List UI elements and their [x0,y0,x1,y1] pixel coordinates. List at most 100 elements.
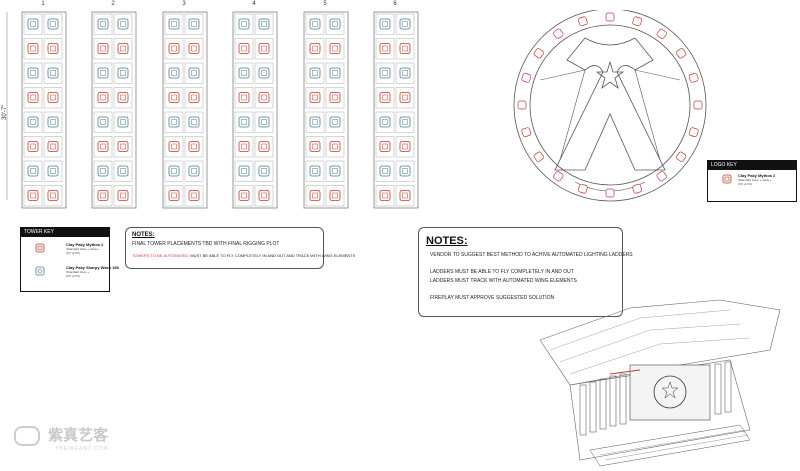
tower-plan [6,11,419,209]
sharpy-fixture [379,18,391,30]
truss-left [579,373,627,436]
mythos-fixture [27,141,39,152]
circular-logo-plan [513,10,707,202]
ring-fixture [632,183,643,194]
mythos-fixture [47,92,59,103]
mythos-fixture [309,141,321,152]
mythos-fixture [47,141,59,152]
sharpy-fixture [97,18,109,30]
ring-fixture [521,127,532,138]
mythos-fixture [238,43,250,54]
sharpy-fixture [238,116,250,128]
sharpy-fixture [168,18,180,30]
sharpy-fixture [188,18,200,30]
sharpy-fixture [399,67,411,79]
notes-small-line1: FINAL TOWER PLACEMENTS TBD WITH FINAL RI… [132,241,280,247]
logo-key-header: LOGO KEY [708,161,796,170]
tower-key-item-1-sub2: (XX of XX) [66,251,81,255]
tower-key-item-2-sub2: (XX of XX) [66,274,81,278]
sharpy-fixture [309,165,321,177]
notes-large-title: NOTES: [426,235,468,247]
column-number-3: 3 [182,1,186,7]
sharpy-fixture [379,116,391,128]
mythos-fixture [309,92,321,103]
sharpy-fixture [258,67,270,79]
logo-crest [554,37,666,171]
truss-right [714,361,732,415]
sharpy-fixture [258,18,270,30]
sharpy-fixture [188,67,200,79]
sharpy-fixture [117,165,129,177]
sharpy-fixture [399,18,411,30]
sharpy-fixture [238,67,250,79]
sharpy-fixture [168,67,180,79]
watermark-text: 紫真艺客 [48,427,109,444]
notes-small-line2-red: TOWERS TO BE AUTOMATED: [132,253,190,258]
ring-fixture [656,171,667,182]
mythos-fixture [97,190,109,201]
outer-ring [513,10,707,202]
watermark-logo: 紫真艺客 [14,424,109,447]
ring-fixture [553,28,564,39]
mythos-fixture [168,190,180,201]
tower-3 [162,11,208,209]
ring-fixture [521,72,532,83]
tower-4 [232,11,278,209]
notes-small-line2: TOWERS TO BE AUTOMATED: MUST BE ABLE TO … [132,252,355,260]
mythos-fixture [309,190,321,201]
mythos-fixture [47,43,59,54]
notes-small-title: NOTES: [132,232,155,238]
mythos-fixture [27,43,39,54]
mythos-fixture [168,43,180,54]
sharpy-fixture [309,18,321,30]
ring-fixture [656,28,667,39]
tower-key: TOWER KEY Clay Paky Mythos 2 (Standard Z… [20,227,119,292]
column-number-6: 6 [393,1,397,7]
ring-fixture [632,16,643,27]
mythos-fixture-icon [722,174,732,184]
sharpy-fixture [27,67,39,79]
sharpy-fixture [329,18,341,30]
mythos-fixture [379,92,391,103]
mythos-fixture [399,141,411,152]
ring-fixture [553,171,564,182]
sharpy-fixture-icon [35,266,45,276]
sharpy-fixture [258,116,270,128]
sharpy-fixture [188,165,200,177]
notes-large: NOTES: VENDOR TO SUGGEST BEST METHOD TO … [418,227,633,317]
canopy [539,299,781,386]
tower-key-item-1-sub1: (Standard Zone + Glow + [66,247,100,251]
mythos-fixture [117,43,129,54]
mythos-fixture [47,190,59,201]
ring-fixture [577,16,588,27]
mythos-fixture [188,92,200,103]
led-logo [653,375,687,409]
tower-key-item-2-label: Clay Paky Sharpy Wash 330 [66,265,119,270]
mythos-fixture [399,190,411,201]
sharpy-fixture [399,116,411,128]
tower-5 [303,11,349,209]
logo-wing-left [539,69,586,161]
sharpy-fixture [329,116,341,128]
star-icon [595,60,625,90]
logo-key: LOGO KEY Clay Paky Mythos 2 (Standard Zo… [707,160,797,202]
ring-fixture [517,100,527,110]
tower-key-header: TOWER KEY [21,228,109,237]
ring-fixture [693,100,703,110]
inner-ring [529,24,691,186]
column-number-5: 5 [323,1,327,7]
sharpy-fixture [27,165,39,177]
mythos-fixture [399,92,411,103]
notes-small: NOTES: FINAL TOWER PLACEMENTS TBD WITH F… [125,227,355,269]
sharpy-fixture [117,67,129,79]
mythos-fixture [27,92,39,103]
ring-fixture [676,151,687,162]
mythos-fixture [97,92,109,103]
mythos-fixture [188,43,200,54]
ring-fixture [577,183,588,194]
sharpy-fixture [117,18,129,30]
sharpy-fixture [47,67,59,79]
sharpy-fixture [329,165,341,177]
mythos-fixture [399,43,411,54]
mythos-fixture [97,141,109,152]
